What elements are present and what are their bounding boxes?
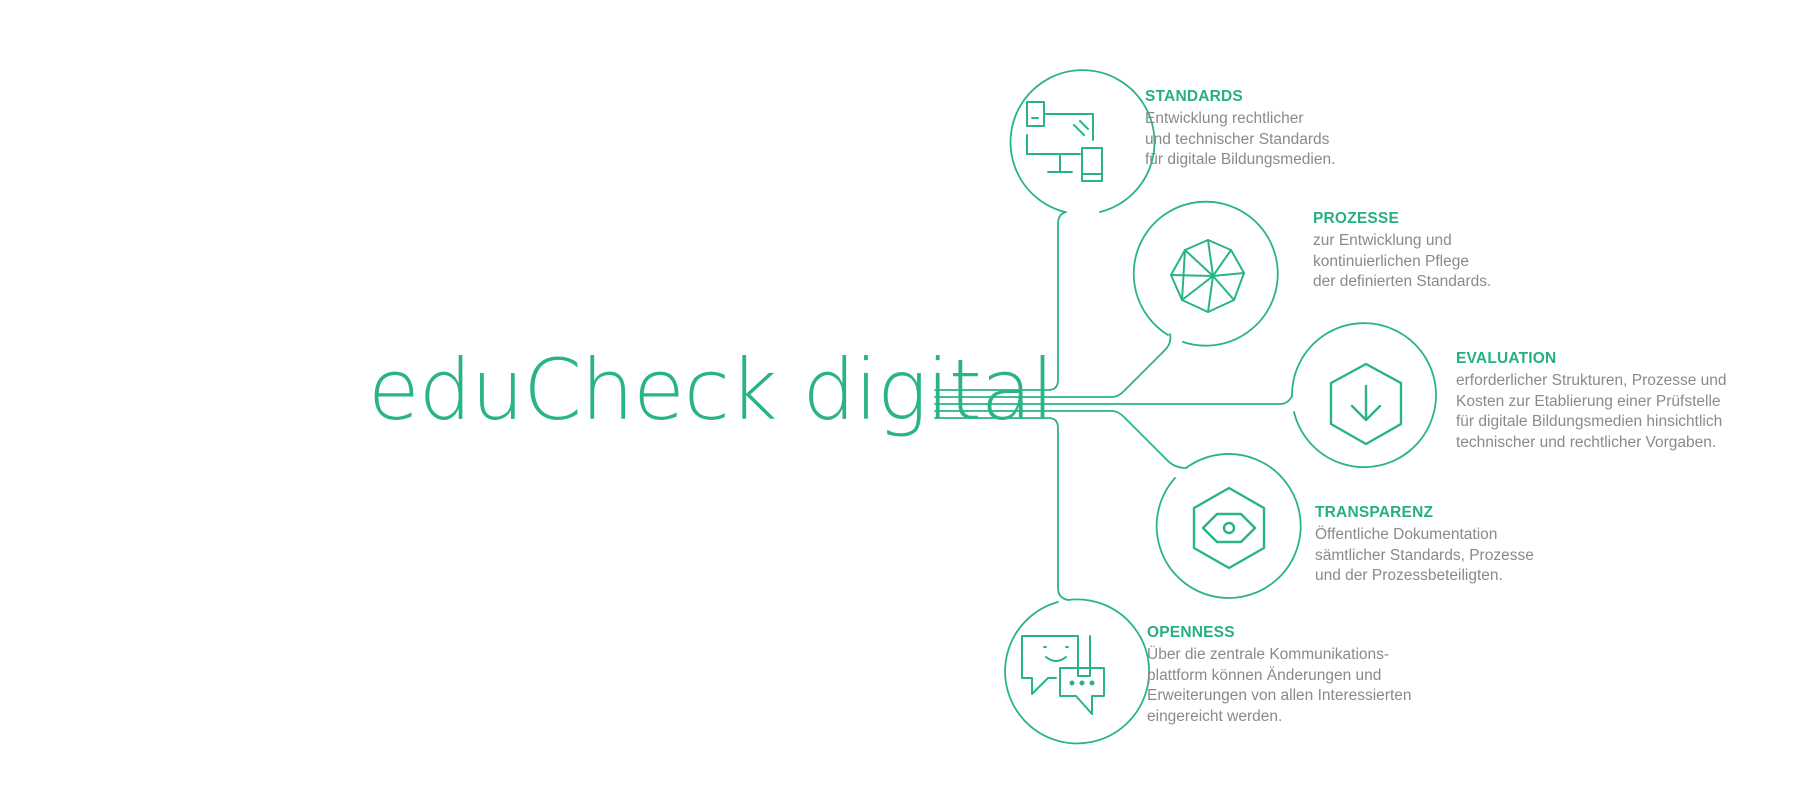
item-line: kontinuierlichen Pflege [1313,252,1469,270]
polyhedron-icon [1170,239,1245,313]
item-transparenz: TRANSPARENZ Öffentliche Dokumentation sä… [1315,504,1534,587]
item-heading: TRANSPARENZ [1315,504,1434,521]
item-line: für digitale Bildungsmedien. [1145,151,1336,168]
item-line: zur Entwicklung und [1313,232,1452,249]
brand-title: eduCheck digital [368,341,1054,439]
circle-transparenz [1155,453,1302,599]
circle-prozesse [1132,200,1279,347]
item-line: eingereicht werden. [1147,707,1283,725]
item-openness: OPENNESS Über die zentrale Kommunikation… [1147,624,1412,727]
item-line: für digitale Bildungsmedien hinsichtlich [1456,413,1723,430]
item-line: der definierten Standards. [1313,273,1492,290]
item-line: technischer und rechtlicher Vorgaben. [1456,433,1717,451]
circle-openness [1004,598,1150,745]
eye-hexagon-icon [1192,486,1266,570]
item-standards: STANDARDS Entwicklung rechtlicher und te… [1145,88,1335,171]
item-line: und technischer Standards [1145,130,1330,148]
item-line: Entwicklung rechtlicher [1145,110,1304,127]
item-line: Erweiterungen von allen Interessierten [1147,687,1412,704]
item-heading: STANDARDS [1145,88,1243,105]
item-heading: PROZESSE [1313,210,1400,227]
connector-openness [934,417,1069,601]
connector-evaluation [934,395,1293,405]
item-line: Über die zentrale Kommunikations- [1147,646,1390,663]
item-line: Öffentliche Dokumentation [1315,526,1498,543]
item-prozesse: PROZESSE zur Entwicklung und kontinuierl… [1313,210,1491,293]
item-line: erforderlicher Strukturen, Prozesse und [1456,372,1727,389]
circle-standards [1009,69,1156,213]
connector-standards [934,211,1067,391]
download-hexagon-icon [1329,362,1403,446]
item-line: Kosten zur Etablierung einer Prüfstelle [1456,392,1721,410]
connector-prozesse [934,333,1172,398]
connector-transparenz [934,410,1187,469]
item-heading: OPENNESS [1147,624,1235,641]
chat-bubbles-icon [1021,635,1105,715]
item-line: sämtlicher Standards, Prozesse [1315,546,1534,564]
devices-icon [1026,101,1103,182]
item-evaluation: EVALUATION erforderlicher Strukturen, Pr… [1456,350,1727,453]
item-line: plattform können Änderungen und [1147,666,1382,684]
item-heading: EVALUATION [1456,350,1557,367]
item-line: und der Prozessbeteiligten. [1315,567,1503,584]
circle-evaluation [1291,322,1437,468]
